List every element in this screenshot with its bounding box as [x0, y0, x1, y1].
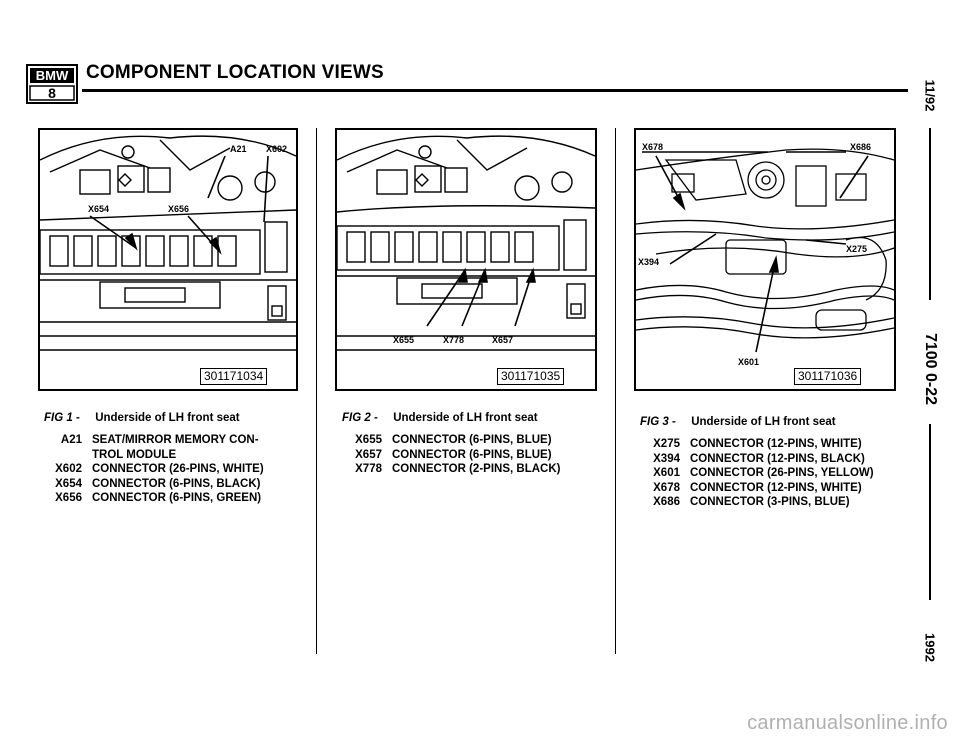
callout-x601: X601	[738, 357, 759, 367]
legend-row: X656 CONNECTOR (6-PINS, GREEN)	[44, 491, 306, 506]
legend-row: X601 CONNECTOR (26-PINS, YELLOW)	[640, 466, 902, 481]
legend-desc: CONNECTOR (3-PINS, BLUE)	[690, 496, 850, 508]
legend-code: X657	[355, 448, 382, 461]
legend-desc: CONNECTOR (12-PINS, WHITE)	[690, 481, 862, 494]
figure-1-caption: FIG 1 - Underside of LH front seat	[44, 412, 240, 424]
legend-row: X778 CONNECTOR (2-PINS, BLACK)	[342, 462, 604, 477]
legend-row: X654 CONNECTOR (6-PINS, BLACK)	[44, 477, 306, 492]
legend-desc: CONNECTOR (26-PINS, YELLOW)	[690, 467, 874, 479]
callout-x657: X657	[492, 335, 513, 345]
figure-2-drawing: X655 X778 X657	[337, 135, 595, 351]
figure-1-caption-text: Underside of LH front seat	[95, 412, 240, 424]
figure-3-caption: FIG 3 - Underside of LH front seat	[640, 416, 836, 428]
figure-2-number: 301171035	[497, 368, 565, 385]
legend-code: X678	[653, 481, 680, 494]
figure-1-drawing: A21 X602 X654 X656	[40, 135, 296, 351]
legend-desc: TROL MODULE	[92, 448, 177, 461]
legend-desc: CONNECTOR (2-PINS, BLACK)	[392, 463, 561, 475]
figure-2-label: FIG 2 -	[342, 412, 378, 424]
callout-x656: X656	[168, 204, 189, 214]
legend-desc: CONNECTOR (6-PINS, BLUE)	[392, 434, 552, 446]
callout-a21: A21	[230, 144, 247, 154]
legend-code: A21	[60, 434, 82, 446]
figure-2-illustration: X655 X778 X657	[335, 128, 597, 391]
callout-x655: X655	[393, 335, 414, 345]
legend-desc: CONNECTOR (6-PINS, BLUE)	[392, 448, 552, 461]
column-divider-2	[615, 128, 616, 654]
figure-3-label: FIG 3 -	[640, 416, 676, 428]
figure-3-caption-text: Underside of LH front seat	[691, 416, 836, 428]
callout-x678: X678	[642, 142, 663, 152]
figure-3-drawing: X678 X686 X275 X394 X601	[636, 142, 894, 367]
legend-code: X601	[653, 467, 680, 479]
legend-desc: CONNECTOR (6-PINS, BLACK)	[92, 477, 261, 490]
legend-row: A21 SEAT/MIRROR MEMORY CON-	[44, 433, 306, 448]
legend-row: X602 CONNECTOR (26-PINS, WHITE)	[44, 462, 306, 477]
legend-row: X275 CONNECTOR (12-PINS, WHITE)	[640, 437, 902, 452]
bmw-logo: BMW 8	[26, 64, 78, 104]
callout-x654: X654	[88, 204, 109, 214]
side-manual-code: 7100 0-22	[922, 332, 939, 406]
figure-2-caption-text: Underside of LH front seat	[393, 412, 538, 424]
logo-top-text: BMW	[36, 68, 69, 83]
figure-2-caption: FIG 2 - Underside of LH front seat	[342, 412, 538, 424]
legend-code: X655	[355, 434, 382, 446]
legend-code: X602	[55, 463, 82, 475]
column-divider-1	[316, 128, 317, 654]
legend-desc: CONNECTOR (12-PINS, WHITE)	[690, 438, 862, 450]
legend-row: X686 CONNECTOR (3-PINS, BLUE)	[640, 495, 902, 510]
callout-x778: X778	[443, 335, 464, 345]
legend-code: X275	[653, 438, 680, 450]
watermark: carmanualsonline.info	[747, 712, 948, 734]
legend-code	[44, 448, 82, 463]
logo-bottom-text: 8	[48, 85, 56, 101]
legend-row: X394 CONNECTOR (12-PINS, BLACK)	[640, 452, 902, 467]
legend-desc: CONNECTOR (6-PINS, GREEN)	[92, 492, 262, 504]
legend-desc: CONNECTOR (12-PINS, BLACK)	[690, 452, 865, 465]
legend-row: TROL MODULE	[44, 448, 306, 463]
figure-1-number: 301171034	[200, 368, 268, 385]
legend-desc: SEAT/MIRROR MEMORY CON-	[92, 434, 259, 446]
figure-1-illustration: A21 X602 X654 X656	[38, 128, 298, 391]
figure-3-number: 301171036	[794, 368, 862, 385]
side-date: 11/92	[922, 79, 938, 112]
legend-code: X686	[653, 496, 680, 508]
legend-code: X778	[355, 463, 382, 475]
side-line-2	[929, 424, 931, 600]
legend-code: X656	[55, 492, 82, 504]
callout-x602: X602	[266, 144, 287, 154]
legend-row: X678 CONNECTOR (12-PINS, WHITE)	[640, 481, 902, 496]
legend-row: X655 CONNECTOR (6-PINS, BLUE)	[342, 433, 604, 448]
legend-code: X654	[55, 477, 82, 490]
side-year: 1992	[922, 633, 938, 662]
side-line-1	[929, 128, 931, 300]
header-rule	[82, 89, 908, 92]
figure-3-illustration: X678 X686 X275 X394 X601	[634, 128, 896, 391]
callout-x394: X394	[638, 257, 659, 267]
legend-row: X657 CONNECTOR (6-PINS, BLUE)	[342, 448, 604, 463]
figure-1-legend: A21 SEAT/MIRROR MEMORY CON- TROL MODULE X…	[44, 433, 306, 506]
page-title: COMPONENT LOCATION VIEWS	[86, 62, 384, 83]
callout-x275: X275	[846, 244, 867, 254]
legend-code: X394	[653, 452, 680, 465]
legend-desc: CONNECTOR (26-PINS, WHITE)	[92, 463, 264, 475]
callout-x686: X686	[850, 142, 871, 152]
figure-1-label: FIG 1 -	[44, 412, 80, 424]
